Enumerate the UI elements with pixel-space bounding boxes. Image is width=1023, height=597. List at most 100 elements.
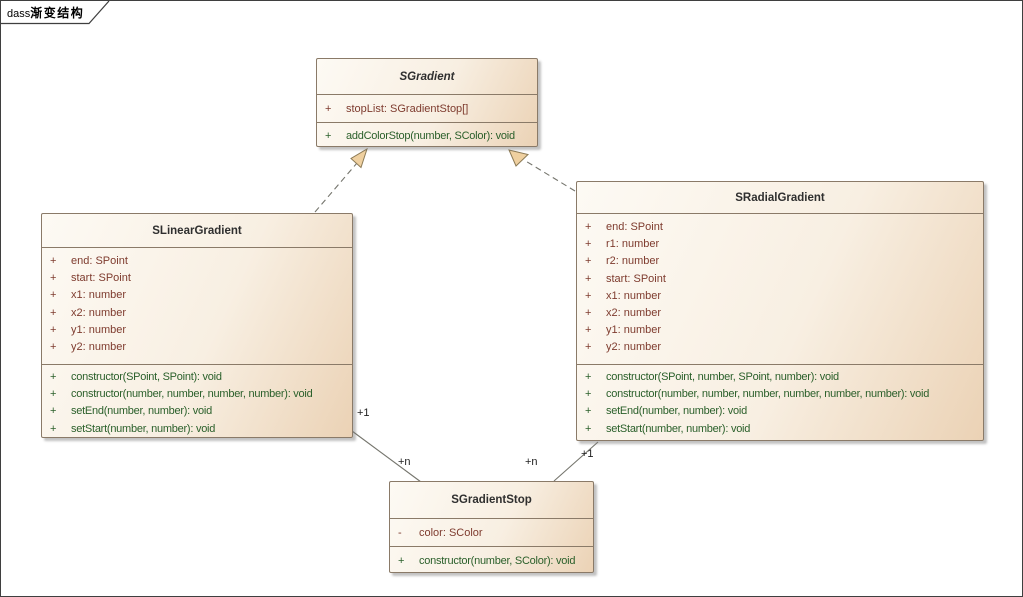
visibility-sign: + xyxy=(585,289,592,302)
attribute-text: y2: number xyxy=(71,340,127,353)
operation-text: addColorStop(number, SColor): void xyxy=(346,129,515,142)
operation-row[interactable]: +constructor(SPoint, number, SPoint, num… xyxy=(577,369,983,386)
operations-compartment: + constructor(number, SColor): void xyxy=(390,546,593,574)
attribute-text: x2: number xyxy=(606,306,662,319)
multiplicity-radial-source: +1 xyxy=(581,448,594,460)
attribute-text: end: SPoint xyxy=(71,255,128,267)
operations-compartment: + addColorStop(number, SColor): void xyxy=(317,122,537,148)
visibility-sign: - xyxy=(398,526,402,539)
attribute-text: start: SPoint xyxy=(606,272,666,285)
visibility-sign: + xyxy=(50,289,57,302)
diagram-title: 渐变结构 xyxy=(30,6,85,20)
attribute-row[interactable]: + r2: number xyxy=(577,253,983,270)
visibility-sign: + xyxy=(398,554,405,567)
attribute-text: x1: number xyxy=(606,289,662,302)
attribute-row[interactable]: +end: SPoint xyxy=(42,253,352,270)
realization-arrowhead-right-icon xyxy=(508,149,530,167)
attribute-row[interactable]: +y1: number xyxy=(42,322,352,339)
operation-text: constructor(SPoint, SPoint): void xyxy=(71,371,222,383)
visibility-sign: + xyxy=(585,422,592,435)
attribute-row[interactable]: + x2: number xyxy=(42,305,352,322)
visibility-sign: + xyxy=(585,272,592,285)
realization-line-slineargradient-sgradient[interactable] xyxy=(314,162,358,213)
attribute-row[interactable]: +stopList: SGradientStop[] xyxy=(317,103,468,115)
operation-row[interactable]: + constructor(SPoint, SPoint): void xyxy=(42,369,352,386)
attribute-text: r2: number xyxy=(606,255,660,268)
visibility-sign: + xyxy=(585,306,592,319)
attribute-text: end: SPoint xyxy=(606,221,663,233)
attribute-text: x1: number xyxy=(71,289,127,302)
operation-text: setStart(number, number): void xyxy=(606,422,751,435)
attributes-compartment: +end: SPoint+start: SPoint+x1: number+x2… xyxy=(42,247,352,364)
class-name-slineargradient: SLinearGradient xyxy=(152,224,242,237)
class-name-sgradientstop: SGradientStop xyxy=(451,494,532,506)
visibility-sign: + xyxy=(585,405,592,418)
operation-row[interactable]: + constructor(number, number, number, num… xyxy=(42,386,352,403)
attributes-compartment: + end: SPoint + r1: number + r2: number + start… xyxy=(577,213,983,364)
operation-row[interactable]: + constructor(number, number, number, num… xyxy=(577,386,983,403)
operation-row[interactable]: + setStart(number, number): void xyxy=(577,421,983,438)
class-box-slineargradient[interactable]: SLinearGradient +end: SPoint+start: SPoi… xyxy=(41,213,353,438)
visibility-sign: + xyxy=(585,388,592,401)
operation-row[interactable]: + constructor(number, SColor): void xyxy=(390,555,575,567)
visibility-sign: + xyxy=(50,388,57,401)
frame-tab-outline xyxy=(1,1,110,25)
visibility-sign: + xyxy=(50,422,57,435)
attribute-text: start: SPoint xyxy=(71,272,131,285)
attribute-row[interactable]: + r1: number xyxy=(577,236,983,253)
realization-line-sradialgradient-sgradient[interactable] xyxy=(523,159,576,192)
visibility-sign: + xyxy=(50,272,57,285)
visibility-sign: + xyxy=(585,238,592,251)
attribute-row[interactable]: + x2: number xyxy=(577,305,983,322)
visibility-sign: + xyxy=(50,405,57,418)
attribute-text: y2: number xyxy=(606,341,662,354)
attribute-text: x2: number xyxy=(71,306,127,319)
operation-text: constructor(number, number, number, numb… xyxy=(71,388,313,401)
realization-arrowhead-left-icon xyxy=(350,147,368,169)
visibility-sign: + xyxy=(50,371,57,383)
operations-compartment: + constructor(SPoint, SPoint): void + const… xyxy=(42,364,352,439)
association-line-slineargradient-sgradientstop[interactable] xyxy=(351,430,422,483)
operation-row[interactable]: + setEnd(number, number): void xyxy=(42,403,352,420)
operation-text: setEnd(number, number): void xyxy=(606,405,747,418)
visibility-sign: + xyxy=(585,255,592,268)
operation-row[interactable]: + setEnd(number, number): void xyxy=(577,403,983,420)
attribute-text: r1: number xyxy=(606,238,660,251)
visibility-sign: + xyxy=(325,129,332,142)
attribute-row[interactable]: + end: SPoint xyxy=(577,219,983,236)
visibility-sign: + xyxy=(50,306,57,319)
class-box-sgradient[interactable]: SGradient +stopList: SGradientStop[] + ad… xyxy=(316,58,538,147)
multiplicity-radial-target: +n xyxy=(525,456,538,468)
multiplicity-linear-target: +n xyxy=(398,456,411,468)
attributes-compartment: +stopList: SGradientStop[] xyxy=(317,94,537,122)
class-name-sradialgradient: SRadialGradient xyxy=(735,191,825,204)
operation-text: setStart(number, number): void xyxy=(71,422,216,435)
attribute-row[interactable]: +y1: number xyxy=(577,322,983,339)
operation-text: setEnd(number, number): void xyxy=(71,405,212,418)
frame-label: dass渐变结构 xyxy=(7,4,84,21)
visibility-sign: + xyxy=(585,341,592,354)
frame-keyword: dass xyxy=(7,8,31,20)
visibility-sign: + xyxy=(585,221,592,233)
attribute-row[interactable]: + x1: number xyxy=(42,287,352,304)
operation-text: constructor(number, SColor): void xyxy=(419,554,576,567)
attribute-row[interactable]: + start: SPoint xyxy=(577,271,983,288)
attribute-row[interactable]: + start: SPoint xyxy=(42,270,352,287)
association-line-sradialgradient-sgradientstop[interactable] xyxy=(553,441,599,482)
operation-text: constructor(number, number, number, numb… xyxy=(606,388,930,401)
class-name-sgradient: SGradient xyxy=(399,70,455,83)
visibility-sign: + xyxy=(50,323,57,336)
attribute-row[interactable]: + y2: number xyxy=(577,339,983,356)
attribute-row[interactable]: - color: SColor xyxy=(390,527,483,539)
attribute-row[interactable]: + x1: number xyxy=(577,288,983,305)
multiplicity-linear-source: +1 xyxy=(357,407,370,419)
class-box-sradialgradient[interactable]: SRadialGradient +end: SPoint+r1: number+… xyxy=(576,181,984,441)
attribute-text: color: SColor xyxy=(419,526,483,539)
operation-row[interactable]: + setStart(number, number): void xyxy=(42,421,352,438)
class-box-sgradientstop[interactable]: SGradientStop - color: SColor + constructo… xyxy=(389,481,594,573)
attributes-compartment: - color: SColor xyxy=(390,518,593,546)
operation-row[interactable]: + addColorStop(number, SColor): void xyxy=(317,130,515,142)
attribute-row[interactable]: +y2: number xyxy=(42,339,352,356)
attribute-text: stopList: SGradientStop[] xyxy=(346,102,469,115)
